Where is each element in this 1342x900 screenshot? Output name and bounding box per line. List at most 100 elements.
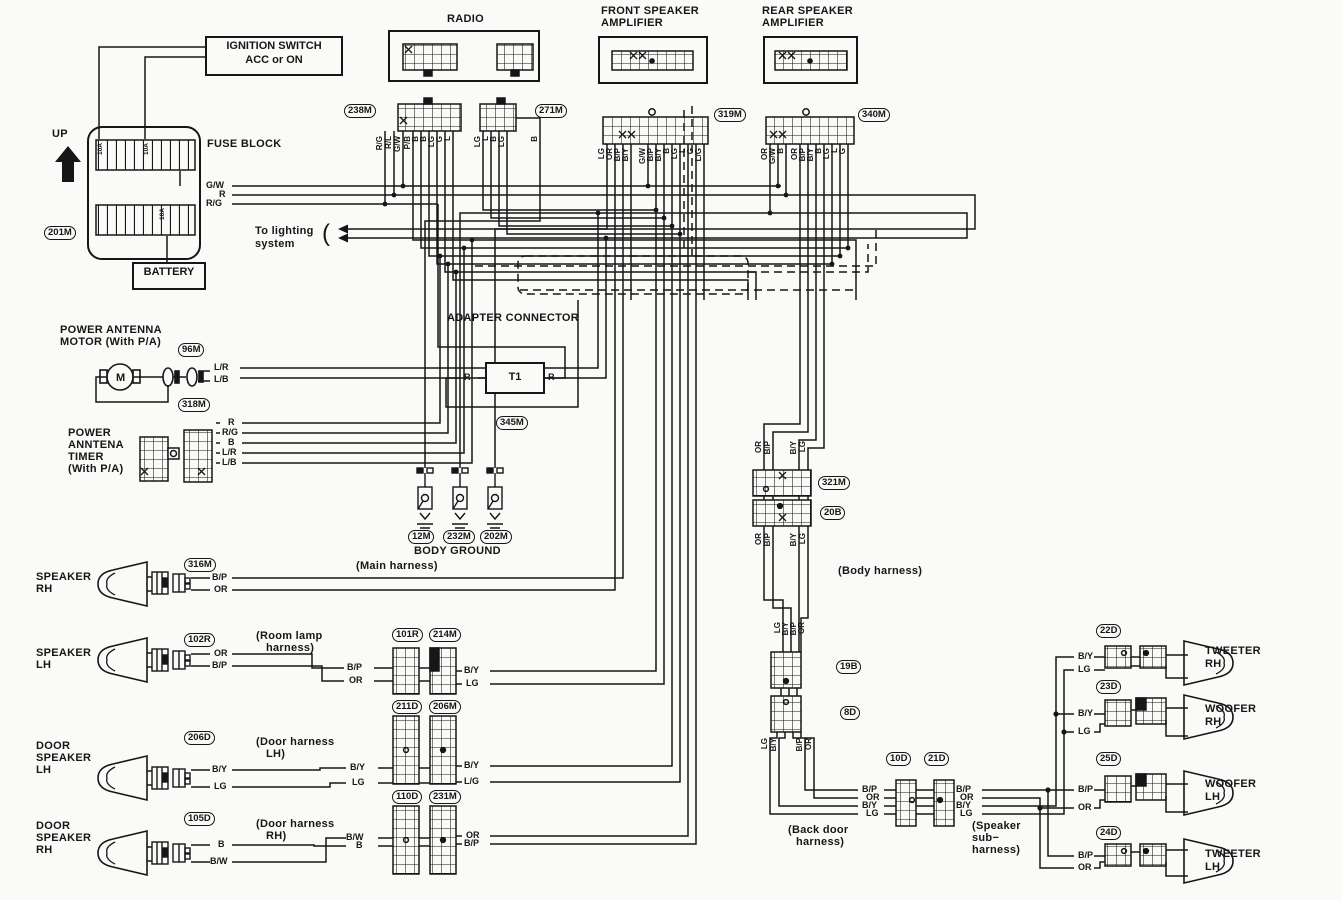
pa-timer-4: (With P/A) <box>68 463 124 475</box>
door-speaker-lh-1: DOOR <box>36 740 71 752</box>
connector-271m: 271M <box>535 104 567 118</box>
pa-timer-1: POWER <box>68 427 112 439</box>
tweeter-lh-2: LH <box>1205 861 1221 873</box>
door-speaker-rh-1: DOOR <box>36 820 71 832</box>
wire-spklh-bp: B/P <box>212 660 228 670</box>
vwire-radio3-3: LG <box>497 136 506 148</box>
to-lighting-1: To lighting <box>255 225 314 237</box>
connector-24d: 24D <box>1096 826 1122 840</box>
pa-motor-2: MOTOR (With P/A) <box>60 336 162 348</box>
front-amp-title-2: AMPLIFIER <box>601 17 663 29</box>
wire-23d-lg: LG <box>1078 726 1091 736</box>
vwire-321t-2: B/Y <box>789 441 798 455</box>
wire-231m-or: OR <box>466 830 480 840</box>
speaker-lh-2: LH <box>36 659 52 671</box>
vwire-radio2-5: L <box>443 136 452 141</box>
wire-spkrh-bp: B/P <box>212 572 228 582</box>
wire-drh-bw: B/W <box>210 856 228 866</box>
battery-box: BATTERY <box>132 262 206 290</box>
wire-timer-lb: L/B <box>222 457 237 467</box>
fuse-10a-1: 10A <box>97 143 104 155</box>
t1-adapter-box: T1 <box>485 362 545 394</box>
front-amp-title-1: FRONT SPEAKER <box>601 5 700 17</box>
wire-r: R <box>219 189 226 199</box>
connector-96m: 96M <box>178 343 205 357</box>
connector-202m: 202M <box>480 530 512 544</box>
woofer-lh-1: WOOFER <box>1205 778 1257 790</box>
pa-timer-3: TIMER <box>68 451 104 463</box>
back-door-harness-2: harness) <box>796 836 845 848</box>
connector-12m: 12M <box>408 530 435 544</box>
wire-101r-or: OR <box>349 675 363 685</box>
connector-214m: 214M <box>429 628 461 642</box>
connector-101r: 101R <box>392 628 423 642</box>
connector-316m: 316M <box>184 558 216 572</box>
connector-102r: 102R <box>184 633 215 647</box>
vwire-19b-3: OR <box>797 622 806 634</box>
wire-23d-by: B/Y <box>1078 708 1094 718</box>
wire-24d-or: OR <box>1078 862 1092 872</box>
wire-10d-lg: LG <box>866 808 879 818</box>
room-harness-2: harness) <box>266 642 315 654</box>
wire-214m-by: B/Y <box>464 665 480 675</box>
wire-22d-lg: LG <box>1078 664 1091 674</box>
wire-timer-r: R <box>228 417 235 427</box>
vwire-radio1-1: R/L <box>384 136 393 149</box>
connector-23d: 23D <box>1096 680 1122 694</box>
rear-amp-title-1: REAR SPEAKER <box>762 5 854 17</box>
connector-110d: 110D <box>392 790 423 804</box>
connector-10d: 10D <box>886 752 912 766</box>
wire-211d-by: B/Y <box>350 762 366 772</box>
door-harness-rh-1: (Door harness <box>256 818 335 830</box>
body-ground-label: BODY GROUND <box>414 545 501 557</box>
up-label: UP <box>52 128 68 140</box>
connector-8d: 8D <box>840 706 861 720</box>
door-speaker-lh-3: LH <box>36 764 52 776</box>
connector-319m: 319M <box>714 108 746 122</box>
vwire-20b-2: B/Y <box>789 533 798 547</box>
vwire-8d-3: OR <box>804 738 813 750</box>
motor-m-label: M <box>116 372 126 384</box>
wire-motor-lb: L/B <box>214 374 229 384</box>
wire-spklh-or: OR <box>214 648 228 658</box>
speaker-rh-1: SPEAKER <box>36 571 92 583</box>
speaker-rh-2: RH <box>36 583 53 595</box>
rear-amp-title-2: AMPLIFIER <box>762 17 824 29</box>
lighting-arrow-icon <box>338 224 348 234</box>
body-harness-label: (Body harness) <box>838 565 923 577</box>
wire-22d-by: B/Y <box>1078 651 1094 661</box>
wire-101r-bp: B/P <box>347 662 363 672</box>
wire-timer-rg: R/G <box>222 427 239 437</box>
tweeter-rh-2: RH <box>1205 658 1222 670</box>
ignition-line1: IGNITION SWITCH <box>226 40 322 52</box>
main-harness-label: (Main harness) <box>356 560 438 572</box>
connector-321m: 321M <box>818 476 850 490</box>
wire-24d-bp: B/P <box>1078 850 1094 860</box>
connector-25d: 25D <box>1096 752 1122 766</box>
vwire-famp-b7: L/G <box>694 148 703 162</box>
sub-harness-2: sub− <box>972 832 1000 844</box>
vwire-20b-1: B/P <box>763 533 772 547</box>
vwire-20b-0: OR <box>754 533 763 545</box>
wire-adapter-r: R <box>548 372 555 382</box>
wire-214m-lg: LG <box>466 678 479 688</box>
wire-10d-or: OR <box>866 792 880 802</box>
wire-25d-or: OR <box>1078 802 1092 812</box>
door-speaker-rh-2: SPEAKER <box>36 832 92 844</box>
vwire-321t-0: OR <box>754 441 763 453</box>
fuse-10a-2: 10A <box>143 143 150 155</box>
vwire-8d-1: B/Y <box>769 738 778 752</box>
vwire-radio-b: B <box>530 136 539 142</box>
connector-20b: 20B <box>820 506 846 520</box>
lighting-arrow-icon <box>338 233 348 243</box>
door-harness-lh-2: LH) <box>266 748 286 760</box>
vwire-ramp-a2: B <box>776 148 785 154</box>
connector-206d: 206D <box>184 731 215 745</box>
wire-21d-bp: B/P <box>956 784 972 794</box>
woofer-rh-1: WOOFER <box>1205 703 1257 715</box>
wire-gw: G/W <box>206 180 224 190</box>
connector-105d: 105D <box>184 812 215 826</box>
speaker-lh-1: SPEAKER <box>36 647 92 659</box>
adapter-title: ADAPTER CONNECTOR <box>447 312 580 324</box>
